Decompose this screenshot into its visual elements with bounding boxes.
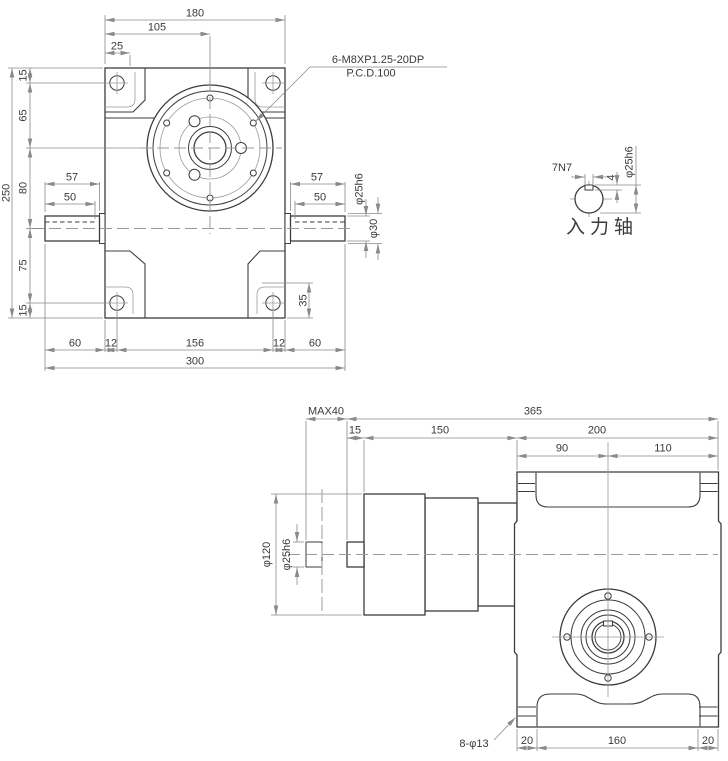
dim-20-right: 20 (702, 735, 714, 747)
dim-housing-dia: φ120 (261, 542, 273, 568)
front-pad-bottom-left (105, 250, 146, 318)
dim-110: 110 (654, 443, 672, 455)
dim-75: 75 (17, 259, 29, 271)
dim-180: 180 (186, 8, 204, 20)
dim-250: 250 (0, 184, 12, 202)
side-dimension-texts: MAX40 365 15 150 200 90 110 φ120 φ25h6 8… (261, 406, 714, 751)
front-dimension-texts: 180 105 25 250 15 65 80 75 15 57 50 57 5… (0, 8, 424, 368)
dim-15-side: 15 (349, 425, 361, 437)
dim-80: 80 (17, 182, 29, 194)
dim-15-top: 15 (17, 69, 29, 81)
dim-57-left: 57 (66, 172, 78, 184)
front-pad-top-left (105, 68, 146, 113)
dim-side-shaft-dia: φ25h6 (281, 539, 293, 571)
dim-12-left: 12 (105, 338, 117, 350)
bottom-mount-slot (536, 693, 701, 727)
dim-160: 160 (608, 735, 626, 747)
dim-25: 25 (111, 41, 123, 53)
dim-65: 65 (17, 109, 29, 121)
dim-15-bottom: 15 (17, 304, 29, 316)
dim-20-left: 20 (521, 735, 533, 747)
dim-mount-holes: 8-φ13 (459, 738, 488, 750)
callout-thread-spec: 6-M8XP1.25-20DP (332, 54, 424, 66)
front-dimension-lines (8, 15, 447, 371)
dim-detail-dia: φ25h6 (623, 146, 635, 178)
dim-12-right: 12 (273, 338, 285, 350)
detail-texts: 7N7 4 φ25h6 入力轴 (552, 146, 638, 238)
dim-key-width: 7N7 (552, 162, 572, 174)
dim-50-right: 50 (314, 192, 326, 204)
detail-dimension-lines (571, 146, 641, 214)
dim-50-left: 50 (64, 192, 76, 204)
dim-150: 150 (431, 425, 449, 437)
callout-pcd: P.C.D.100 (346, 68, 395, 80)
dim-60-right: 60 (309, 338, 321, 350)
dim-key-depth: 4 (605, 174, 617, 180)
dim-156: 156 (186, 338, 204, 350)
dim-200: 200 (588, 425, 606, 437)
dim-shaft-dia: φ25h6 (353, 173, 365, 205)
dim-365: 365 (524, 406, 542, 418)
mount-hole-lines (518, 483, 718, 717)
front-pad-bottom-right (247, 250, 285, 318)
side-view: MAX40 365 15 150 200 90 110 φ120 φ25h6 8… (261, 406, 722, 751)
corner-bolt-holes (106, 72, 284, 314)
dim-35: 35 (297, 294, 309, 306)
dim-collar-dia: φ30 (368, 219, 380, 238)
dim-90: 90 (556, 443, 568, 455)
dim-57-right: 57 (311, 172, 323, 184)
keyway (584, 184, 594, 191)
dim-max40: MAX40 (308, 406, 344, 418)
input-shaft-label: 入力轴 (566, 216, 638, 238)
input-shaft-detail: 7N7 4 φ25h6 入力轴 (552, 146, 641, 238)
dim-105: 105 (148, 22, 166, 34)
dim-60-left: 60 (69, 338, 81, 350)
top-mount-slot (535, 472, 701, 508)
inner-holes (188, 115, 247, 181)
dim-300: 300 (186, 356, 204, 368)
side-dimension-lines (271, 416, 719, 751)
front-view: 180 105 25 250 15 65 80 75 15 57 50 57 5… (0, 8, 447, 371)
